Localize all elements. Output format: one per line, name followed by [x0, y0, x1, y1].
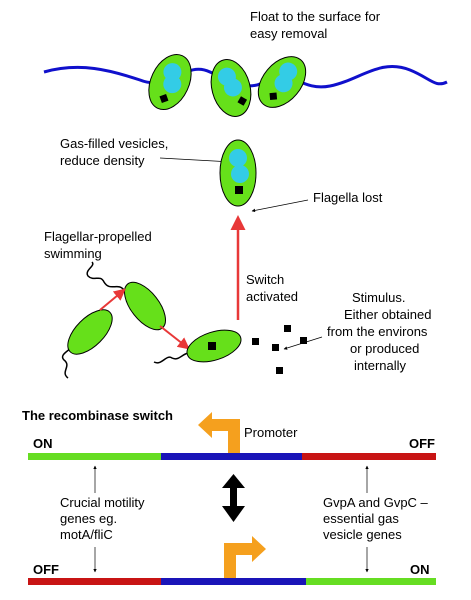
stimulus-label-line5: internally	[354, 358, 407, 373]
floating-cell-left	[148, 54, 192, 110]
top-bar-on-label: ON	[33, 436, 53, 451]
promoter-arrow-bottom	[224, 536, 266, 578]
stimulus-label-line4: or produced	[350, 341, 419, 356]
bottom-bar-on-label: ON	[410, 562, 430, 577]
bottom-gene-bar	[28, 578, 436, 585]
switch-activated-line2: activated	[246, 289, 298, 304]
vesicles-pointer	[159, 157, 233, 164]
inversion-double-arrow	[222, 474, 245, 522]
recombinase-switch-title: The recombinase switch	[22, 408, 173, 423]
swim-arrow-down	[159, 325, 190, 350]
vesicles-label-line2: reduce density	[60, 153, 145, 168]
motility-label-line1: Crucial motility	[60, 495, 145, 510]
floating-cell-right	[257, 56, 307, 108]
gvp-label-line2: essential gas	[323, 511, 399, 526]
vesicle-cell	[219, 139, 257, 207]
gvp-label-line3: vesicle genes	[323, 527, 402, 542]
swim-arrow-up	[99, 288, 126, 311]
stimulus-label-line1: Stimulus.	[352, 290, 405, 305]
stimulus-pointer	[283, 336, 323, 350]
top-bar-off-label: OFF	[409, 436, 435, 451]
stimulus-label-line2: Either obtained	[344, 307, 431, 322]
swimming-cell-upper	[86, 261, 166, 331]
motility-label-line2: genes eg.	[60, 511, 117, 526]
motility-label-line3: motA/fliC	[60, 527, 113, 542]
bottom-bar-off-label: OFF	[33, 562, 59, 577]
float-caption-line2: easy removal	[250, 26, 327, 41]
stimulated-cell	[153, 329, 242, 364]
swimming-label-line2: swimming	[44, 246, 102, 261]
float-caption-line1: Float to the surface for	[250, 9, 381, 24]
promoter-label: Promoter	[244, 425, 298, 440]
stimulus-label-line3: from the environs	[327, 324, 428, 339]
top-gene-bar	[28, 453, 436, 460]
stimulus-molecules	[252, 325, 307, 374]
swimming-label-line1: Flagellar-propelled	[44, 229, 152, 244]
swimming-cell-lower	[61, 309, 113, 379]
flagella-lost-label: Flagella lost	[313, 190, 383, 205]
floating-cell-middle	[210, 59, 252, 117]
promoter-arrow-top	[198, 412, 240, 453]
switch-activated-line1: Switch	[246, 272, 284, 287]
gvp-label-line1: GvpA and GvpC –	[323, 495, 429, 510]
vesicles-label-line1: Gas-filled vesicles,	[60, 136, 168, 151]
flagella-lost-pointer	[251, 199, 309, 213]
